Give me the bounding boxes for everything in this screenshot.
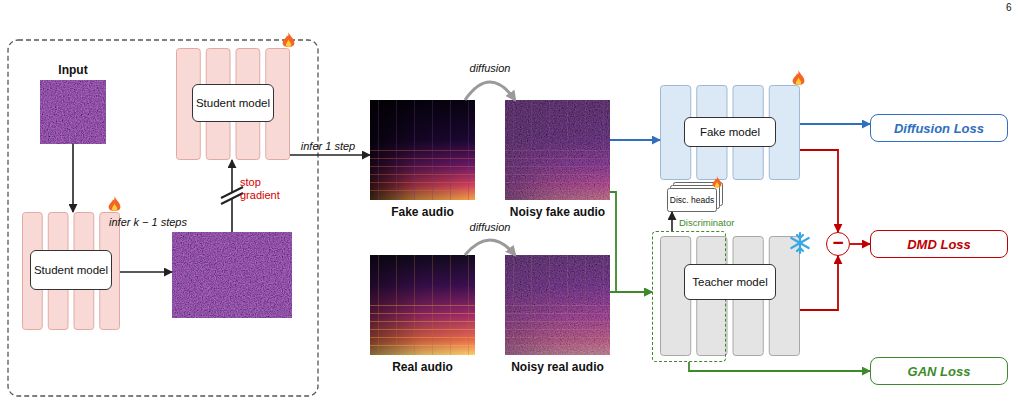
intermediate-noise: [172, 232, 292, 318]
connector-line: [689, 362, 870, 371]
connector-line: [72, 144, 74, 212]
arrow-connector: [73, 144, 74, 212]
connector-line: [610, 291, 652, 293]
connector-line: [465, 82, 515, 100]
arrow-connector: [800, 150, 838, 232]
connector-line: [231, 160, 233, 232]
image-caption: Input: [20, 63, 126, 77]
image-caption: Fake audio: [350, 205, 495, 219]
model-label: Teacher model: [684, 264, 776, 300]
connector-line: [120, 271, 172, 273]
arrow-connector: [672, 212, 673, 231]
connector-line: [465, 240, 515, 255]
connector-line: [850, 243, 870, 245]
trainable-icon: [712, 176, 721, 187]
model-block: Student model: [22, 212, 120, 330]
edge-label: infer 1 step: [301, 140, 355, 152]
connector-line: [290, 154, 370, 156]
stop-gradient-break: [221, 187, 243, 204]
connector-line: [610, 192, 652, 292]
image-caption: Noisy real audio: [485, 360, 630, 374]
model-block: Fake model: [660, 85, 800, 180]
arrow-connector: [610, 192, 652, 292]
spectrogram: Noisy real audio: [505, 255, 610, 355]
spectrogram: Noisy fake audio: [505, 100, 610, 200]
connector-line: [800, 123, 870, 125]
arrow-connector: [689, 362, 870, 371]
arrow-connector: [800, 256, 838, 310]
dashed-group: [8, 40, 318, 396]
spectrogram: Fake audio: [370, 100, 475, 200]
edge-label: diffusion: [470, 62, 511, 74]
loss-label: GAN Loss: [871, 358, 1007, 384]
heads-label: Disc. heads: [667, 188, 717, 212]
minus-circle: −: [826, 232, 850, 256]
arrow-connector: [800, 124, 870, 125]
connector-line: [800, 256, 838, 310]
loss-box: DMD Loss: [870, 230, 1008, 258]
arrow-connector: [610, 140, 660, 141]
model-label: Student model: [192, 84, 274, 122]
minus-sign: −: [827, 231, 849, 253]
note-text: stop gradient: [240, 176, 292, 201]
model-label: Fake model: [684, 117, 776, 147]
trainable-icon: [793, 70, 805, 85]
arrow-connector: [465, 82, 515, 100]
model-label: Student model: [30, 250, 112, 290]
model-block: Teacher modelDiscriminator: [660, 236, 800, 356]
image-caption: Noisy fake audio: [485, 205, 630, 219]
arrow-connector: [610, 292, 652, 293]
loss-box: Diffusion Loss: [870, 114, 1008, 142]
arrow-connector: [465, 240, 515, 255]
arrow-connector: [850, 244, 870, 245]
trainable-icon: [283, 32, 295, 47]
loss-label: DMD Loss: [871, 231, 1007, 257]
edge-label: infer k − 1 steps: [109, 216, 187, 228]
spectrogram: Real audio: [370, 255, 475, 355]
connector-line: [610, 139, 660, 141]
connector-line: [671, 212, 673, 231]
image-caption: Real audio: [350, 360, 495, 374]
loss-box: GAN Loss: [870, 357, 1008, 385]
connector-line: [800, 150, 838, 232]
model-block: Student model: [176, 48, 290, 160]
page-number: 6: [1006, 2, 1012, 13]
discriminator-label: Discriminator: [679, 217, 734, 228]
trainable-icon: [109, 196, 121, 211]
frozen-icon: [791, 233, 808, 253]
arrow-connector: [290, 155, 370, 156]
disc-heads: Disc. heads: [667, 188, 717, 212]
loss-label: Diffusion Loss: [871, 115, 1007, 141]
edge-label: diffusion: [470, 221, 511, 233]
noise-image: Input: [40, 80, 106, 144]
